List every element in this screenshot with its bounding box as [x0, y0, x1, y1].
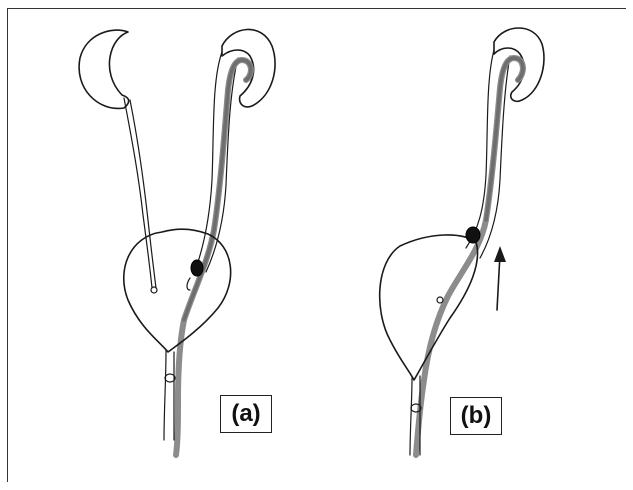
panel-a-drawing: [79, 29, 275, 455]
panel-a-stent-core: [184, 60, 251, 320]
panel-b-arrow-head: [494, 246, 506, 262]
panel-b-stent: [416, 58, 523, 455]
panel-a-stent-tip: [187, 278, 190, 290]
panel-a-label: (a): [220, 395, 272, 433]
panel-a-urethra-left: [164, 350, 166, 440]
panel-a-stone: [191, 260, 203, 276]
panel-a-left-ureteral-orifice: [151, 287, 157, 293]
panel-a-left-kidney: [79, 30, 129, 108]
panel-b-urethra-left: [410, 378, 412, 455]
panel-a-left-ureter-inner: [130, 100, 156, 288]
panel-b-drawing: [380, 28, 544, 455]
panel-a-left-ureter: [124, 98, 152, 288]
panel-b-label: (b): [450, 397, 502, 435]
panel-b-stone: [466, 227, 480, 243]
panel-b-arrow-shaft: [497, 254, 500, 310]
panel-b-bladder-marker: [437, 297, 443, 303]
panel-b-ureter: [466, 50, 494, 248]
